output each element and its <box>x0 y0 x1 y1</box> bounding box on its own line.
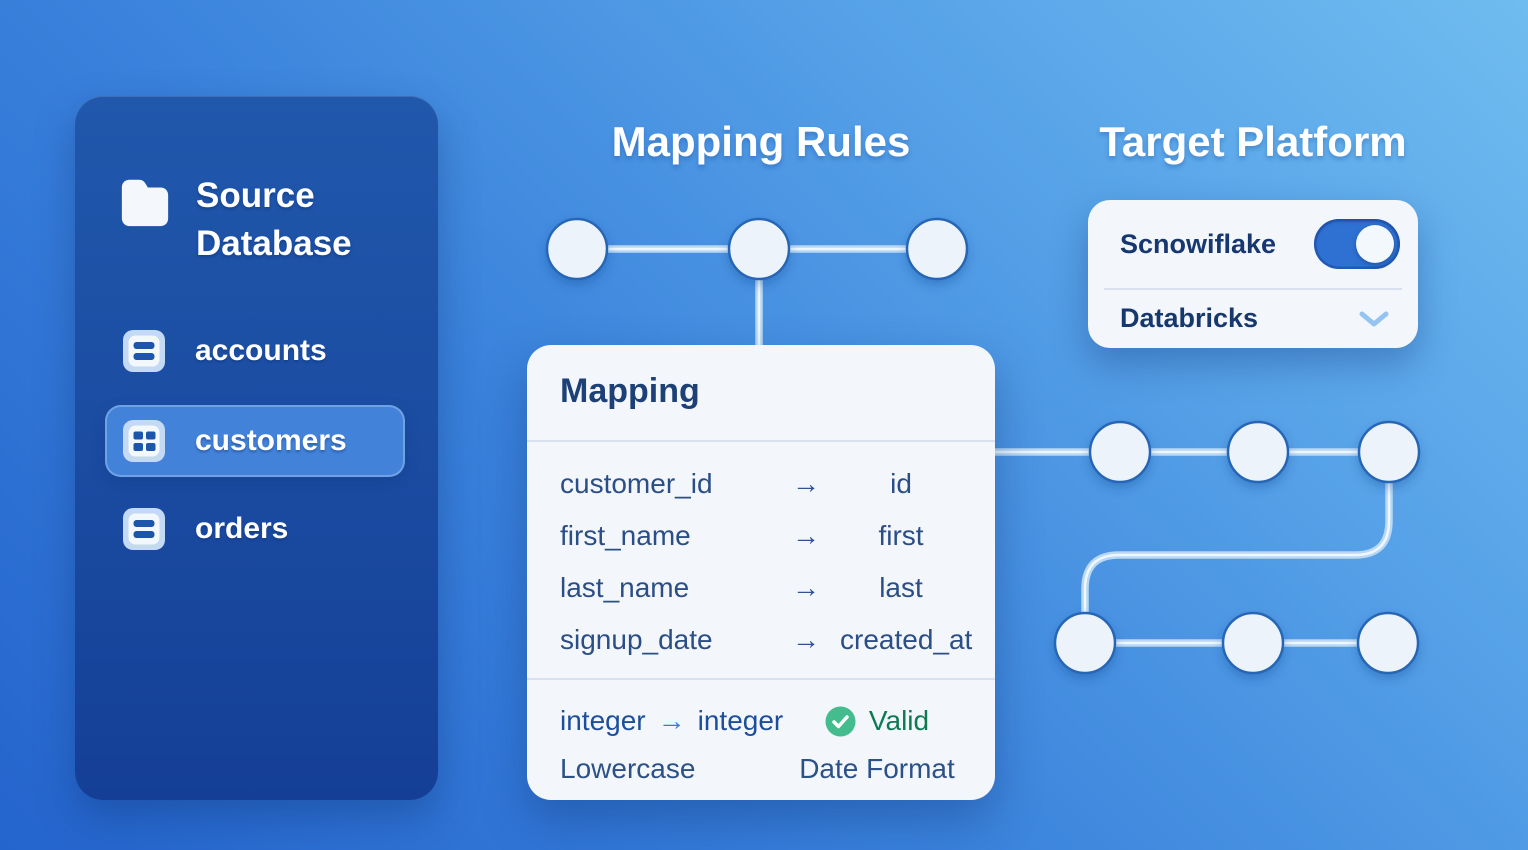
mapping-row: first_name → first <box>560 510 962 562</box>
pipeline-nodes <box>545 217 1421 675</box>
table-rows-icon <box>123 508 165 550</box>
arrow-icon: → <box>657 705 686 736</box>
mapping-card: Mapping customer_id → id first_name → fi… <box>527 345 995 800</box>
source-field: first_name <box>560 520 691 551</box>
platform-option-databricks[interactable]: Databricks <box>1120 289 1390 348</box>
pipeline-node <box>1226 420 1290 484</box>
divider <box>527 678 995 680</box>
type-from: integer <box>560 705 646 736</box>
mapping-row: signup_date → created_at <box>560 614 972 666</box>
pipeline-node <box>1053 611 1117 675</box>
pipeline-node <box>1357 420 1421 484</box>
pipeline-node <box>1221 611 1285 675</box>
target-field: last <box>879 572 923 603</box>
source-field: signup_date <box>560 624 713 655</box>
target-field: created_at <box>840 624 973 655</box>
platform-label: Scnowiflake <box>1120 228 1277 259</box>
mapping-card-title: Mapping <box>560 372 700 410</box>
sidebar-item-customers[interactable]: customers <box>105 405 405 477</box>
target-field: id <box>890 468 912 499</box>
check-circle-icon <box>825 706 856 736</box>
rule-node <box>545 217 609 281</box>
arrow-icon: → <box>792 520 820 551</box>
pipeline-node <box>1356 611 1420 675</box>
toggle-knob <box>1356 225 1394 263</box>
sidebar-item-label: customers <box>195 424 347 457</box>
arrow-icon: → <box>792 624 820 655</box>
mapping-row: customer_id → id <box>560 458 962 510</box>
rule-node <box>905 217 969 281</box>
sidebar-item-label: orders <box>195 512 289 545</box>
mapping-row: last_name → last <box>560 562 962 614</box>
status-label: Valid <box>868 705 930 736</box>
target-field: first <box>878 520 924 551</box>
mapping-rows: customer_id → id first_name → first last… <box>560 442 972 666</box>
footer-row-types: integer → integer Valid <box>560 697 962 745</box>
type-mapping: integer → integer <box>560 705 783 737</box>
type-to: integer <box>697 705 784 736</box>
sidebar-item-label: accounts <box>195 334 327 367</box>
platform-option-snowflake: Scnowiflake <box>1120 200 1400 288</box>
panel-title: Source Database <box>196 176 352 263</box>
snowflake-toggle[interactable] <box>1314 219 1400 269</box>
source-field: last_name <box>560 572 690 603</box>
source-field: customer_id <box>560 468 713 499</box>
table-grid-icon <box>123 420 165 462</box>
arrow-icon: → <box>792 572 820 603</box>
mapping-rules-heading: Mapping Rules <box>611 118 911 165</box>
mapping-footer: integer → integer Valid Lowercase Date F… <box>560 680 962 800</box>
transform-label: Lowercase <box>560 753 696 784</box>
transform-label: Date Format <box>799 753 955 784</box>
sidebar-header: Source Database <box>118 172 396 268</box>
sidebar-item-orders[interactable]: orders <box>105 493 405 565</box>
target-platform-card: Scnowiflake Databricks <box>1088 200 1418 348</box>
table-rows-icon <box>123 330 165 372</box>
target-platform-heading: Target Platform <box>1099 118 1407 165</box>
divider <box>527 440 995 442</box>
platform-label: Databricks <box>1120 303 1259 333</box>
chevron-down-icon <box>1359 311 1389 326</box>
status-badge: Valid <box>792 705 962 737</box>
arrow-icon: → <box>792 468 820 499</box>
divider <box>1104 288 1402 290</box>
source-database-panel: Source Database accounts customers <box>75 96 438 800</box>
rule-node <box>727 217 791 281</box>
footer-row-transforms: Lowercase Date Format <box>560 745 962 793</box>
pipeline-node <box>1088 420 1152 484</box>
sidebar-item-accounts[interactable]: accounts <box>105 315 405 387</box>
folder-icon <box>121 179 169 227</box>
